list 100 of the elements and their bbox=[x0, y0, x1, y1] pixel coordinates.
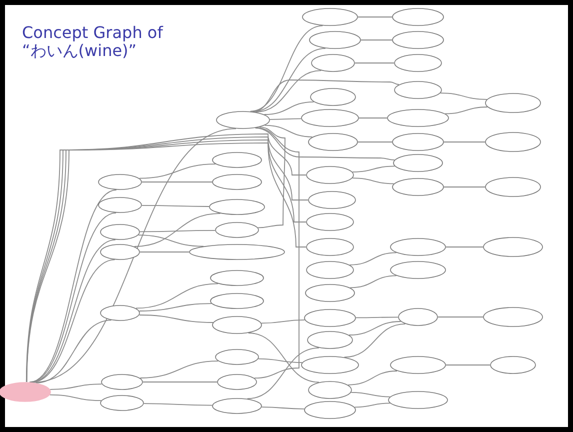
connector-line bbox=[35, 320, 112, 384]
concept-ellipse bbox=[310, 88, 356, 106]
concept-ellipse bbox=[101, 374, 143, 390]
concept-ellipse bbox=[217, 374, 257, 390]
concept-ellipse bbox=[490, 356, 536, 374]
connector-line bbox=[258, 358, 303, 364]
connector-line bbox=[348, 321, 402, 336]
concept-ellipse bbox=[309, 31, 361, 49]
concept-ellipse bbox=[212, 316, 262, 334]
concept-ellipse bbox=[485, 177, 541, 197]
connector-line bbox=[348, 370, 398, 386]
concept-ellipse bbox=[388, 391, 448, 409]
concept-ellipse bbox=[209, 199, 265, 215]
concept-ellipse bbox=[306, 261, 354, 279]
connector-line bbox=[254, 128, 395, 160]
concept-ellipse bbox=[301, 109, 359, 127]
concept-ellipse bbox=[98, 197, 142, 213]
concept-ellipse bbox=[483, 307, 543, 327]
connector-line bbox=[269, 118, 302, 120]
connector-line bbox=[446, 246, 484, 248]
concept-ellipse bbox=[100, 224, 140, 240]
concept-ellipse bbox=[98, 174, 142, 190]
concept-ellipse bbox=[210, 293, 264, 309]
connector-line bbox=[264, 124, 313, 138]
concept-ellipse bbox=[216, 111, 270, 129]
connector-line bbox=[50, 384, 102, 390]
concept-ellipse bbox=[302, 8, 358, 26]
concept-ellipse bbox=[394, 81, 442, 99]
concept-ellipse bbox=[304, 401, 356, 419]
concept-ellipse bbox=[210, 270, 264, 286]
connector-line bbox=[258, 126, 286, 228]
concept-ellipse bbox=[392, 31, 444, 49]
connector-line bbox=[261, 406, 305, 410]
concept-ellipse bbox=[390, 356, 446, 374]
concept-ellipse bbox=[306, 213, 354, 231]
concept-ellipse bbox=[212, 398, 262, 414]
concept-ellipse bbox=[483, 237, 543, 257]
concept-ellipse bbox=[311, 54, 355, 72]
connector-line bbox=[246, 347, 320, 400]
connector-line bbox=[140, 230, 216, 232]
connector-line bbox=[350, 392, 390, 398]
concept-ellipse bbox=[398, 308, 438, 326]
concept-ellipse bbox=[392, 178, 444, 196]
connector-line bbox=[349, 252, 397, 266]
connector-line bbox=[264, 101, 314, 115]
connector-line bbox=[354, 62, 394, 64]
concept-ellipse bbox=[100, 395, 144, 411]
connector-line bbox=[261, 319, 306, 324]
concept-ellipse bbox=[306, 166, 354, 184]
connector-line bbox=[446, 364, 490, 366]
connector-line bbox=[138, 303, 212, 312]
connector-line bbox=[350, 275, 397, 288]
connector-line bbox=[444, 106, 488, 114]
concept-ellipse bbox=[212, 174, 262, 190]
concept-ellipse bbox=[215, 349, 259, 365]
connector-line bbox=[32, 128, 236, 383]
connector-line bbox=[438, 316, 484, 318]
concept-ellipse bbox=[308, 381, 352, 399]
connector-line bbox=[252, 48, 326, 112]
concept-ellipse bbox=[485, 93, 541, 113]
concept-ellipse bbox=[393, 154, 443, 172]
connector-line bbox=[352, 166, 396, 172]
connector-line bbox=[352, 178, 394, 184]
connector-line bbox=[444, 186, 486, 188]
concept-ellipse bbox=[390, 238, 446, 256]
concept-ellipse bbox=[305, 284, 355, 302]
concept-ellipse bbox=[392, 8, 444, 26]
connector-line bbox=[138, 314, 214, 323]
concept-ellipse bbox=[308, 133, 358, 151]
concept-ellipse bbox=[394, 54, 442, 72]
connector-line bbox=[354, 402, 390, 408]
connector-line bbox=[134, 212, 221, 247]
connector-line bbox=[255, 70, 322, 112]
concept-ellipse bbox=[392, 133, 444, 151]
concept-ellipse bbox=[485, 132, 541, 152]
connector-line bbox=[142, 204, 210, 207]
concept-ellipse bbox=[189, 244, 285, 260]
title: Concept Graph of “わいん(wine)” bbox=[22, 24, 164, 60]
connector-line bbox=[139, 164, 216, 179]
concept-ellipse bbox=[215, 222, 259, 238]
concept-ellipse bbox=[100, 244, 140, 260]
concept-ellipse bbox=[308, 191, 356, 209]
concept-ellipse bbox=[301, 356, 359, 374]
connector-line bbox=[440, 92, 488, 100]
concept-ellipse bbox=[212, 152, 262, 168]
connector-line bbox=[49, 394, 102, 402]
concept-ellipse bbox=[387, 109, 449, 127]
connector-line bbox=[358, 16, 392, 18]
connector-line bbox=[252, 80, 400, 112]
concept-ellipse bbox=[304, 309, 356, 327]
connector-line bbox=[356, 316, 398, 318]
connector-line bbox=[248, 332, 320, 383]
concept-ellipse bbox=[307, 331, 353, 349]
connector-line bbox=[140, 360, 219, 378]
concept-ellipse bbox=[390, 261, 446, 279]
connector-line bbox=[138, 234, 204, 247]
connector-line bbox=[254, 127, 300, 379]
concept-ellipse bbox=[306, 238, 354, 256]
connector-line bbox=[143, 403, 213, 406]
concept-ellipse bbox=[100, 305, 140, 321]
